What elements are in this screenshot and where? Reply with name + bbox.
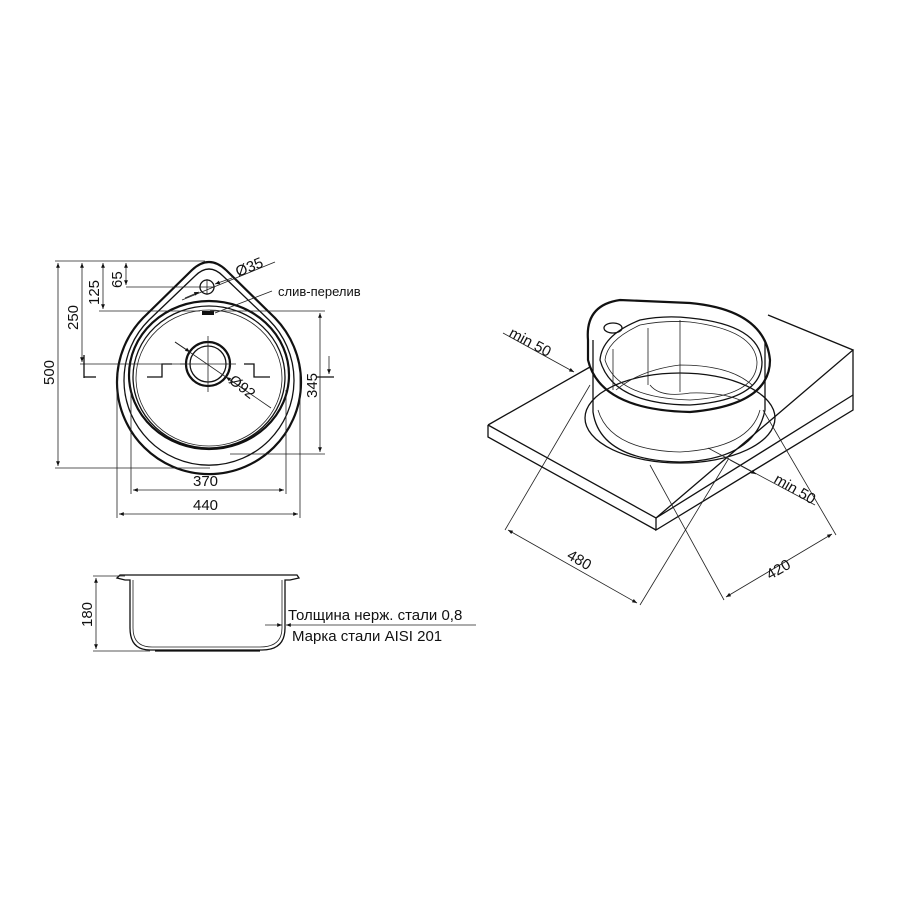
thickness-note: Толщина нерж. стали 0,8	[288, 607, 462, 624]
top-view: Ø92 Ø35 слив-перелив 500 250 125 65	[41, 254, 361, 518]
tap-hole-diameter-label: Ø35	[233, 254, 266, 280]
overflow-slot	[202, 311, 214, 315]
side-view: 180 Толщина нерж. стали 0,8 Марка стали …	[79, 574, 476, 652]
steel-grade-note: Марка стали AISI 201	[292, 628, 442, 645]
dim-500: 500	[41, 360, 58, 385]
dim-65: 65	[109, 271, 126, 288]
dim-125: 125	[86, 280, 103, 305]
sink-profile-inner	[132, 580, 283, 648]
iso-rim-outer	[586, 298, 772, 414]
dim-180: 180	[79, 602, 96, 627]
dim-440: 440	[193, 497, 218, 514]
sink-outer-rim	[115, 260, 303, 476]
sink-rim-inner-line	[123, 268, 295, 466]
dim-min50-back: min 50	[506, 325, 554, 361]
countertop-top-right	[655, 350, 854, 532]
dim-370: 370	[193, 473, 218, 490]
dim-250: 250	[65, 305, 82, 330]
overflow-label: слив-перелив	[278, 284, 361, 299]
dim-480: 480	[564, 547, 594, 574]
countertop-front	[487, 425, 657, 531]
iso-tap-hole	[603, 322, 623, 334]
dim-420: 420	[764, 556, 794, 583]
dim-345: 345	[304, 373, 321, 398]
bowl-inner	[132, 305, 286, 449]
dim-min50-front: min 50	[771, 471, 818, 508]
bowl-inner-2	[135, 309, 283, 447]
iso-rim-inner	[599, 316, 763, 406]
bowl-outer	[127, 299, 291, 451]
sink-profile-outer	[115, 574, 301, 651]
isometric-view: min 50 min 50 480 420	[487, 298, 855, 606]
iso-bowl-body	[592, 340, 766, 463]
